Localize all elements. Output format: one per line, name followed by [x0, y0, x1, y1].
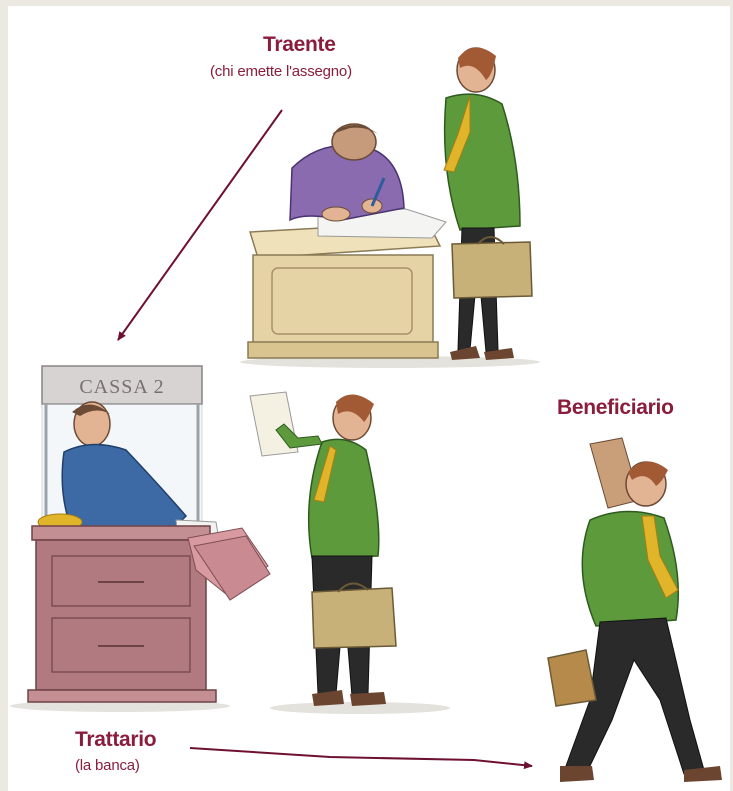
person-presenting-check-icon: [250, 392, 396, 706]
person-writing-icon: [290, 124, 404, 221]
label-beneficiario: Beneficiario: [557, 396, 674, 420]
person-waiting-icon: [444, 47, 532, 360]
cassa-sign: CASSA 2: [79, 376, 164, 398]
label-trattario: Trattario: [75, 728, 156, 752]
writing-desk: [248, 209, 446, 358]
arrow-trattario-to-beneficiario: [190, 748, 532, 766]
label-traente-subtitle: (chi emette l'assegno): [210, 63, 352, 80]
label-trattario-subtitle: (la banca): [75, 757, 140, 774]
person-walking-icon: [548, 438, 722, 782]
label-traente: Traente: [263, 33, 336, 57]
bank-counter: [28, 526, 270, 702]
